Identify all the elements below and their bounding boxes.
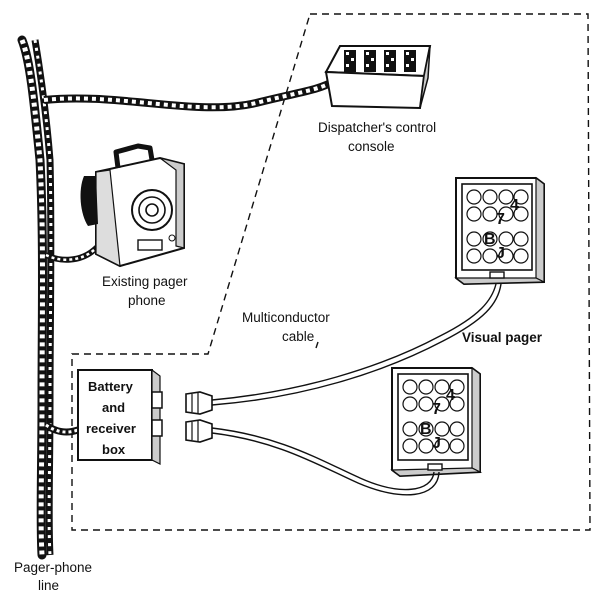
pager-phone-label-1: Existing pager bbox=[102, 274, 188, 289]
phone-cable bbox=[44, 228, 105, 263]
lower-pager-code-1: 4 bbox=[446, 387, 455, 404]
pager-phone-line bbox=[17, 35, 55, 560]
lower-pager-code-3: B bbox=[420, 421, 432, 438]
dispatcher-label-1: Dispatcher's control bbox=[318, 120, 436, 135]
dispatcher-console bbox=[324, 45, 432, 110]
console-cable bbox=[43, 76, 339, 112]
visual-pager-upper: 4 7 B J bbox=[454, 176, 545, 286]
battery-label-2: and bbox=[102, 400, 125, 415]
lower-pager-code-2: 7 bbox=[432, 401, 441, 418]
battery-label-1: Battery bbox=[88, 379, 134, 394]
visual-pager-label: Visual pager bbox=[462, 330, 543, 345]
area-boundary bbox=[71, 13, 591, 531]
pager-phone bbox=[80, 143, 185, 268]
pager-phone-label-2: phone bbox=[128, 293, 166, 308]
multiconductor-cables bbox=[211, 283, 502, 496]
visual-pager-lower: 4 7 B J bbox=[390, 366, 483, 478]
cable-label-2: cable bbox=[282, 329, 314, 344]
battery-label-3: receiver bbox=[86, 421, 136, 436]
upper-pager-code-2: 7 bbox=[496, 211, 505, 228]
lower-pager-code-4: J bbox=[432, 435, 441, 452]
battery-label-4: box bbox=[102, 442, 126, 457]
battery-receiver-box bbox=[77, 368, 163, 465]
line-label-1: Pager-phone bbox=[14, 560, 92, 575]
upper-pager-code-1: 4 bbox=[510, 197, 519, 214]
dispatcher-label-2: console bbox=[348, 139, 395, 154]
upper-pager-code-3: B bbox=[484, 231, 496, 248]
line-label-2: line bbox=[38, 578, 59, 593]
upper-pager-code-4: J bbox=[496, 245, 505, 262]
cable-label-1: Multiconductor bbox=[242, 310, 330, 325]
battery-cable bbox=[43, 422, 80, 436]
cable-connectors bbox=[185, 391, 213, 443]
